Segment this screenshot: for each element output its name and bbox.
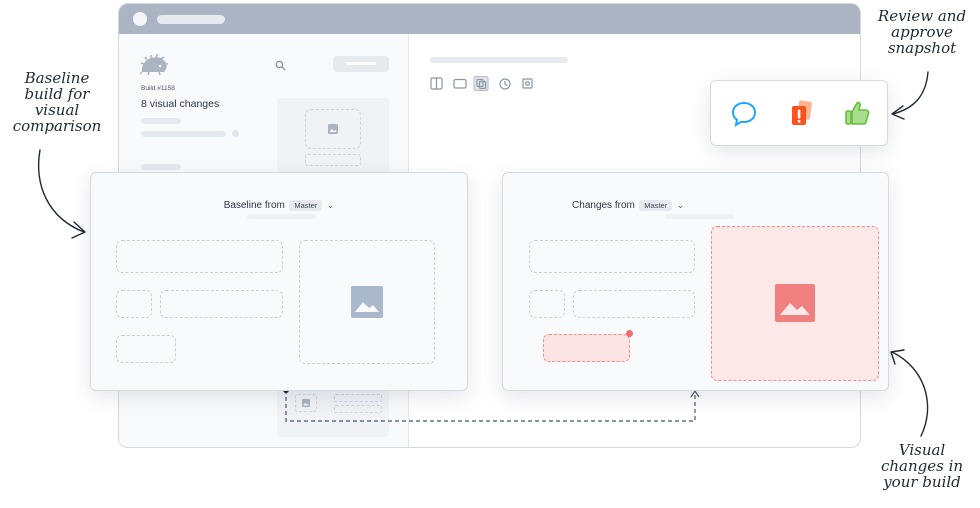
image-placeholder-icon <box>328 124 338 134</box>
placeholder-box <box>573 290 695 318</box>
annotation-line: Visual <box>898 441 946 459</box>
placeholder-bar <box>141 164 181 170</box>
baseline-branch-badge[interactable]: Master <box>289 200 323 211</box>
annotation-line: Baseline <box>24 69 90 87</box>
changes-arrowhead <box>890 349 905 365</box>
review-arrow <box>892 71 929 115</box>
hedgehog-logo-icon <box>139 54 168 76</box>
changes-panel: Changes from Master ⌄ <box>502 172 889 391</box>
baseline-annotation: Baseline build for visual comparison <box>2 70 112 134</box>
annotation-line: your build <box>883 473 961 491</box>
placeholder-box <box>529 290 565 318</box>
annotation-line: comparison <box>12 117 102 135</box>
image-placeholder-icon <box>302 399 310 407</box>
review-actions-card <box>710 80 888 146</box>
window-control-dot[interactable] <box>133 12 147 26</box>
placeholder-bar <box>141 131 226 137</box>
exclamation-cards-icon[interactable] <box>790 100 814 127</box>
snapshot-thumbnail[interactable] <box>277 98 389 182</box>
annotation-line: changes in <box>880 457 964 475</box>
changes-title: Changes from <box>572 200 635 211</box>
thumbs-up-icon[interactable] <box>843 99 871 127</box>
visual-changes-count: 8 visual changes <box>141 98 220 110</box>
review-arrowhead <box>891 105 905 120</box>
placeholder-bar <box>665 214 734 219</box>
change-indicator-dot <box>626 330 633 337</box>
baseline-panel: Baseline from Master ⌄ <box>90 172 468 391</box>
snapshot-thumbnail[interactable] <box>277 389 389 437</box>
window-title-placeholder <box>157 15 225 24</box>
changes-arrow <box>891 351 929 437</box>
changes-header: Changes from Master ⌄ <box>503 195 753 213</box>
placeholder-box <box>160 290 283 318</box>
annotation-line: snapshot <box>887 39 957 57</box>
placeholder-box <box>116 335 176 363</box>
baseline-title: Baseline from <box>223 200 285 211</box>
placeholder-box <box>116 240 283 273</box>
build-number: Build #1158 <box>141 85 175 92</box>
placeholder-box <box>529 240 695 273</box>
baseline-arrow <box>38 149 85 233</box>
annotation-line: build for <box>24 85 90 103</box>
changes-branch-badge[interactable]: Master <box>639 200 673 211</box>
filter-button[interactable] <box>333 56 389 72</box>
chevron-down-icon[interactable]: ⌄ <box>676 200 685 210</box>
chevron-down-icon[interactable]: ⌄ <box>326 200 335 210</box>
baseline-header: Baseline from Master ⌄ <box>91 195 467 213</box>
snapshot-title-placeholder <box>430 57 568 63</box>
placeholder-box <box>116 290 152 318</box>
changes-annotation: Visual changes in your build <box>866 442 978 490</box>
window-titlebar <box>119 4 860 34</box>
image-placeholder-icon <box>775 284 815 322</box>
placeholder-bar <box>141 118 181 124</box>
image-placeholder-box <box>299 240 435 364</box>
status-dot <box>232 130 239 137</box>
annotation-line: Review and <box>877 7 967 25</box>
baseline-arrowhead <box>71 221 86 239</box>
search-icon[interactable] <box>275 60 286 71</box>
speech-bubble-icon[interactable] <box>731 101 757 127</box>
review-annotation: Review and approve snapshot <box>868 8 976 56</box>
annotation-line: visual <box>34 101 80 119</box>
annotation-line: approve <box>891 23 953 41</box>
placeholder-bar <box>247 214 316 219</box>
changed-element-box <box>543 334 630 362</box>
view-mode-toolbar[interactable] <box>430 76 540 92</box>
image-placeholder-icon <box>351 286 383 318</box>
